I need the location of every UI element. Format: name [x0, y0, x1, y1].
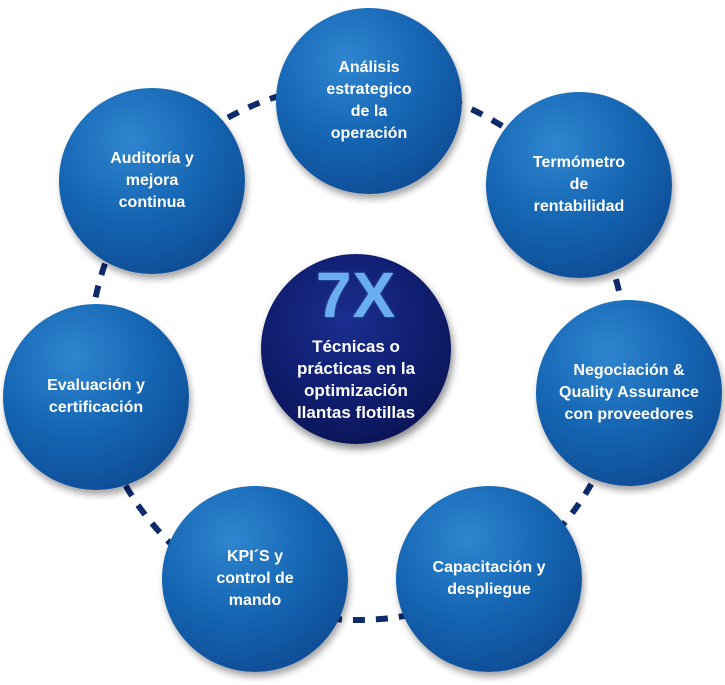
node-negociacion-quality: Negociación & Quality Assurance con prov…: [536, 300, 722, 486]
node-label: KPI´S y control de mando: [216, 548, 294, 609]
node-analisis-estrategico: Análisis estrategico de la operación: [276, 8, 462, 194]
node-label: Negociación & Quality Assurance con prov…: [559, 362, 699, 423]
center-title: Técnicas o prácticas en la optimización …: [296, 337, 416, 422]
node-label: Análisis estrategico de la operación: [326, 59, 412, 142]
node-capacitacion-despliegue: Capacitación y despliegue: [396, 486, 582, 672]
node-label: Evaluación y certificación: [47, 377, 145, 416]
node-auditoria-mejora: Auditoría y mejora continua: [59, 88, 245, 274]
node-termometro-rentabilidad: Termómetro de rentabilidad: [486, 92, 672, 278]
center-node: 7X Técnicas o prácticas en la optimizaci…: [261, 254, 451, 444]
node-label: Capacitación y despliegue: [432, 559, 546, 598]
node-kpis-control: KPI´S y control de mando: [162, 486, 348, 672]
node-label: Termómetro de rentabilidad: [532, 154, 626, 215]
node-label: Auditoría y mejora continua: [110, 150, 194, 211]
center-number: 7X: [315, 259, 397, 331]
node-evaluacion-certificacion: Evaluación y certificación: [3, 304, 189, 490]
